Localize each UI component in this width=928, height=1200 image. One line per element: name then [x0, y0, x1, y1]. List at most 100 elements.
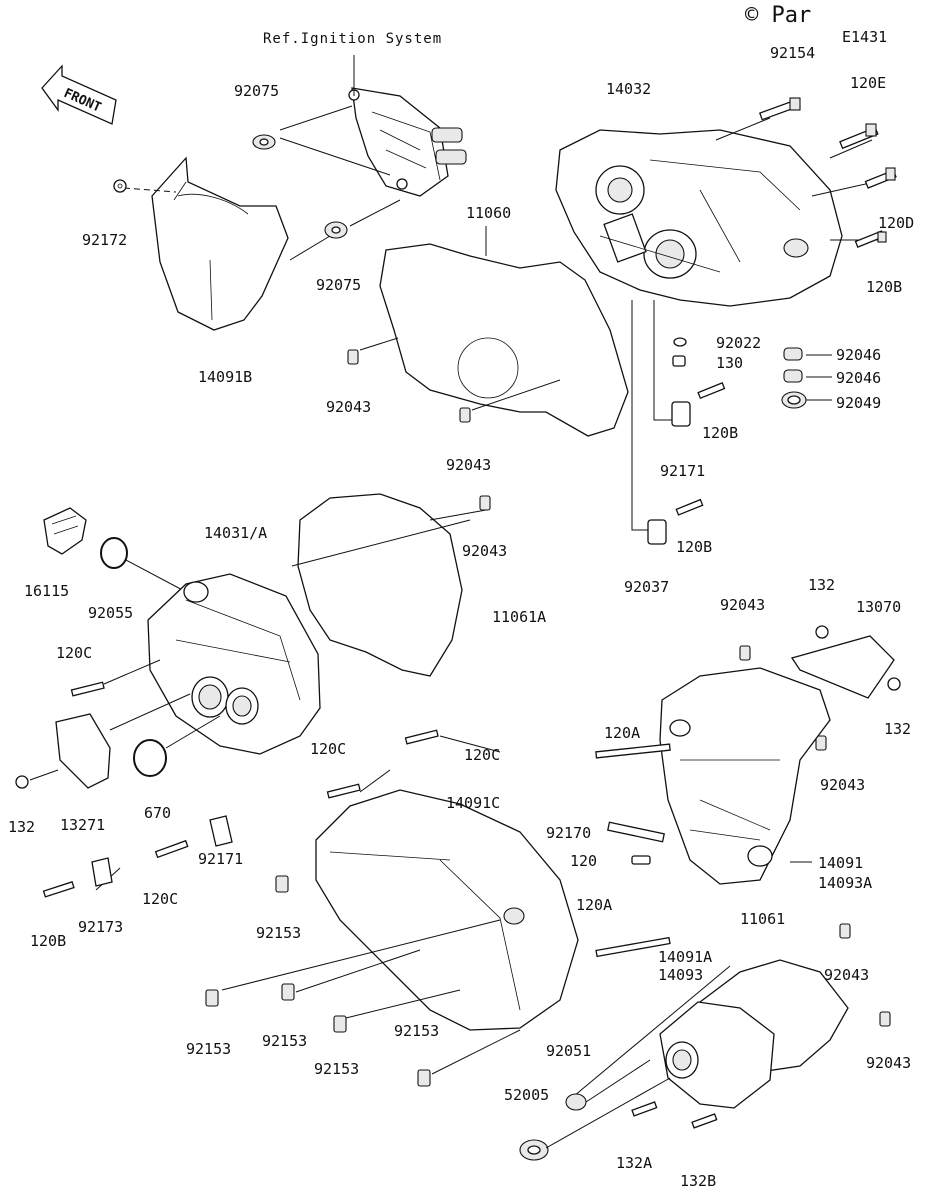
part-label-120B-low: 120B — [676, 538, 712, 556]
part-label-92043-b: 92043 — [446, 456, 491, 474]
bearing-52005 — [519, 1139, 549, 1161]
part-label-14091: 14091 — [818, 854, 863, 872]
washer-92022 — [673, 337, 687, 347]
part-label-132A: 132A — [616, 1154, 652, 1172]
dowel-92043-g — [879, 1011, 891, 1027]
gasket-11060 — [379, 243, 629, 437]
part-label-92051: 92051 — [546, 1042, 591, 1060]
bolt-120C-b — [404, 729, 439, 745]
dowel-92043-a — [347, 349, 359, 365]
bolt-132A — [631, 1101, 658, 1117]
o-ring-670 — [133, 739, 167, 777]
case-14091 — [659, 667, 831, 885]
part-label-132-right-a: 132 — [808, 576, 835, 594]
part-label-120B-top: 120B — [866, 278, 902, 296]
part-label-92043-g: 92043 — [866, 1054, 911, 1072]
washer-92049 — [781, 391, 807, 409]
part-label-92075-top: 92075 — [234, 82, 279, 100]
part-label-120: 120 — [570, 852, 597, 870]
part-label-120D: 120D — [878, 214, 914, 232]
part-label-92153-c: 92153 — [262, 1032, 307, 1050]
part-label-120B-left: 120B — [30, 932, 66, 950]
cover-14091B — [151, 156, 289, 331]
part-label-120C-a: 120C — [56, 644, 92, 662]
part-label-14091C: 14091C — [446, 794, 500, 812]
part-label-92172: 92172 — [82, 231, 127, 249]
bolt-120 — [631, 855, 651, 865]
part-label-92043-c: 92043 — [462, 542, 507, 560]
part-label-132-right-b: 132 — [884, 720, 911, 738]
bolt-120C-c — [326, 783, 361, 799]
screw-92172 — [113, 179, 127, 193]
crankcase-cover-14032 — [555, 129, 843, 307]
part-label-92171-left: 92171 — [198, 850, 243, 868]
bolt-132B — [691, 1113, 718, 1129]
part-label-130: 130 — [716, 354, 743, 372]
part-label-120C-d: 120C — [142, 890, 178, 908]
clamp-92037 — [647, 519, 667, 545]
part-label-92170: 92170 — [546, 824, 591, 842]
bolt-120E — [839, 123, 879, 150]
part-label-14093A: 14093A — [818, 874, 872, 892]
cover-14031A — [147, 573, 321, 755]
bolt-120A-a — [595, 743, 671, 759]
part-label-14091A: 14091A — [658, 948, 712, 966]
watermark: © Par — [745, 3, 811, 28]
part-label-92153-b: 92153 — [186, 1040, 231, 1058]
part-label-14032: 14032 — [606, 80, 651, 98]
screw-92153-c — [281, 983, 295, 1001]
bolt-120B-low — [675, 498, 704, 516]
part-label-120C-b: 120C — [464, 746, 500, 764]
part-label-670: 670 — [144, 804, 171, 822]
part-label-16115: 16115 — [24, 582, 69, 600]
fitting-130 — [672, 355, 686, 367]
screw-132-right-b — [887, 677, 901, 691]
collar-92046-a — [783, 347, 803, 361]
o-ring-92055 — [100, 537, 128, 569]
cover-14091C — [315, 789, 579, 1031]
part-label-11060: 11060 — [466, 204, 511, 222]
screw-92153-e — [417, 1069, 431, 1087]
oil-cap-16115 — [43, 507, 87, 555]
part-label-92154: 92154 — [770, 44, 815, 62]
part-label-92171-right: 92171 — [660, 462, 705, 480]
diagram-code: E1431 — [842, 28, 887, 46]
part-label-92043-e: 92043 — [820, 776, 865, 794]
dowel-92043-c — [479, 495, 491, 511]
bolt-120C-d — [154, 839, 189, 859]
front-arrow-icon: FRONT — [41, 64, 117, 125]
bolt-120C-a — [70, 681, 105, 697]
dowel-92043-b — [459, 407, 471, 423]
part-label-13070: 13070 — [856, 598, 901, 616]
part-label-92055: 92055 — [88, 604, 133, 622]
screw-132-left — [15, 775, 29, 789]
spacer-92075-top — [252, 134, 276, 150]
cover-14091A — [659, 1001, 775, 1109]
part-label-132B: 132B — [680, 1172, 716, 1190]
plate-13271 — [55, 713, 111, 789]
part-label-92037: 92037 — [624, 578, 669, 596]
bolt-120D — [864, 167, 897, 189]
reference-note: Ref.Ignition System — [263, 31, 442, 47]
part-label-92173: 92173 — [78, 918, 123, 936]
dowel-92043-d — [739, 645, 751, 661]
part-label-92153-e: 92153 — [394, 1022, 439, 1040]
screw-92153-a — [275, 875, 289, 893]
part-label-92153-d: 92153 — [314, 1060, 359, 1078]
part-label-52005: 52005 — [504, 1086, 549, 1104]
part-label-92049: 92049 — [836, 394, 881, 412]
part-label-120E: 120E — [850, 74, 886, 92]
pipe-92170 — [607, 821, 665, 843]
part-label-92153-a: 92153 — [256, 924, 301, 942]
dowel-92043-e — [815, 735, 827, 751]
part-label-132-left: 132 — [8, 818, 35, 836]
part-label-120B-mid: 120B — [702, 424, 738, 442]
clamp-92171-left — [209, 815, 233, 847]
part-label-92075-bottom: 92075 — [316, 276, 361, 294]
part-label-92046-b: 92046 — [836, 369, 881, 387]
collar-92046-b — [783, 369, 803, 383]
bolt-92154 — [759, 97, 801, 121]
part-label-92046-a: 92046 — [836, 346, 881, 364]
